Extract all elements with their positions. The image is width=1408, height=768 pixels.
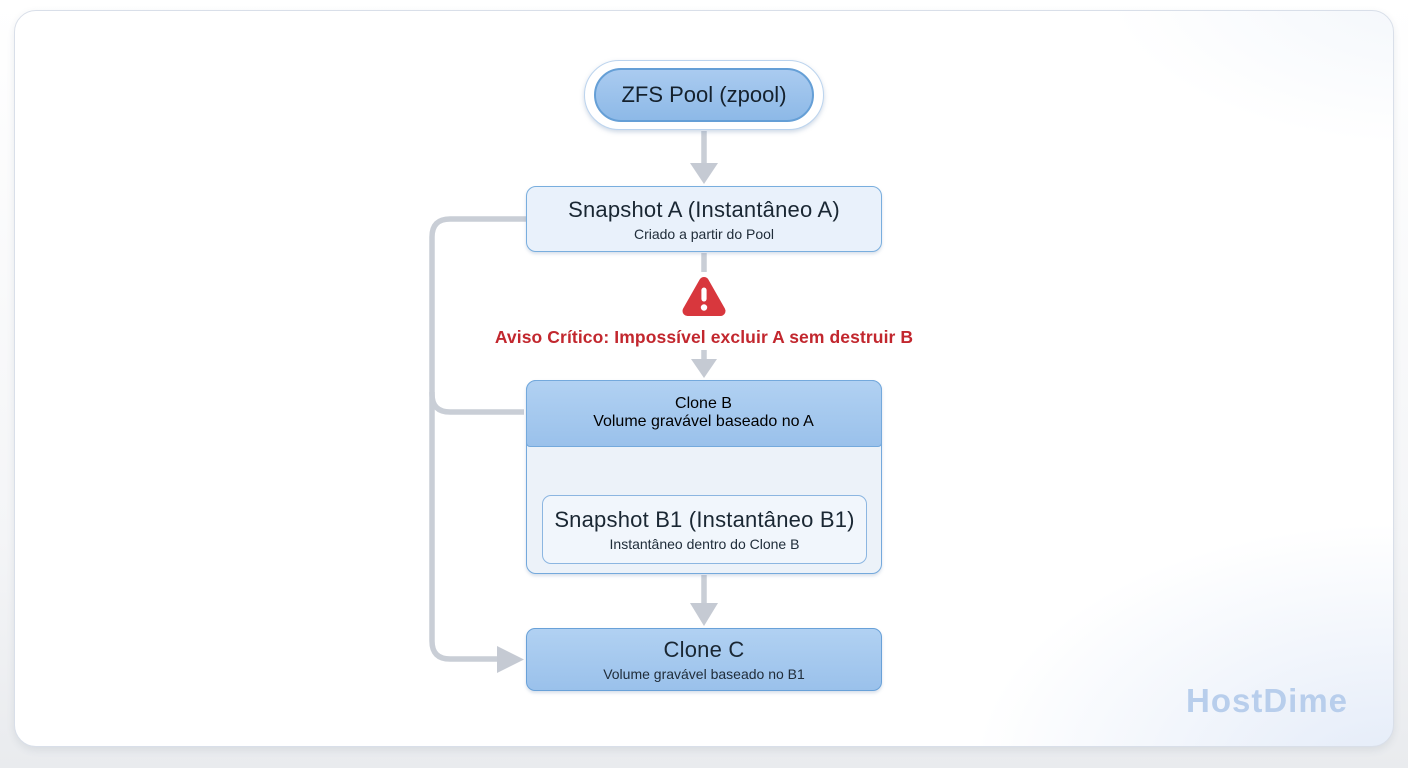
node-clone-b: Clone B Volume gravável baseado no A (525, 379, 882, 447)
warning-text: Aviso Crítico: Impossível excluir A sem … (494, 327, 914, 347)
node-zfs-pool: ZFS Pool (zpool) (584, 60, 824, 130)
clone-b-title: Clone B (675, 395, 732, 412)
node-clone-c: Clone C Volume gravável baseado no B1 (526, 628, 882, 691)
clone-b-subtitle: Volume gravável baseado no A (593, 413, 814, 430)
warning-triangle-icon (682, 277, 726, 316)
node-snapshot-a: Snapshot A (Instantâneo A) Criado a part… (526, 186, 882, 252)
hostdime-logo: HostDime (1186, 682, 1349, 719)
clone-c-subtitle: Volume gravável baseado no B1 (603, 666, 805, 682)
zfs-pool-label: ZFS Pool (zpool) (621, 82, 787, 107)
snapshot-a-subtitle: Criado a partir do Pool (633, 225, 775, 242)
snapshot-b1-title: Snapshot B1 (Instantâneo B1) (554, 507, 855, 532)
node-zfs-pool-body: ZFS Pool (zpool) (594, 68, 814, 122)
snapshot-b1-subtitle: Instantâneo dentro do Clone B (609, 536, 800, 552)
snapshot-a-title: Snapshot A (Instantâneo A) (568, 196, 840, 222)
node-snapshot-b1: Snapshot B1 (Instantâneo B1) Instantâneo… (542, 495, 867, 564)
clone-c-title: Clone C (663, 637, 745, 662)
